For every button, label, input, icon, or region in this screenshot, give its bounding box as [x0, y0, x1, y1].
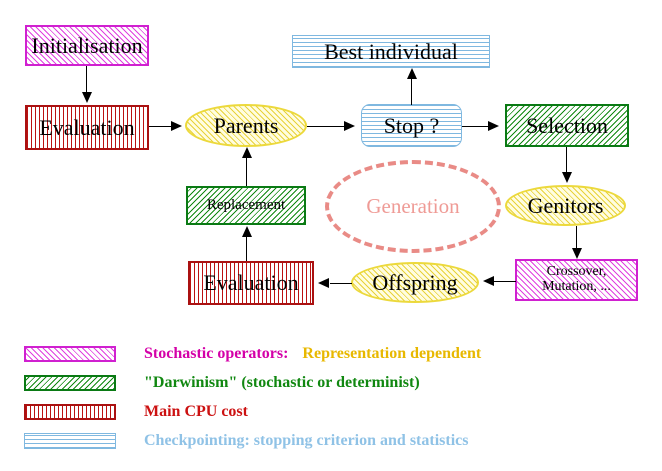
node-best-individual[interactable]: Best individual	[292, 35, 490, 68]
edge-stop-to-best	[411, 78, 412, 105]
arrowhead-init-to-eval	[82, 92, 92, 103]
node-initialisation[interactable]: Initialisation	[25, 25, 149, 66]
arrowhead-eval-bottom-to-replacement	[242, 226, 252, 237]
edge-offspring-to-eval-bottom	[330, 283, 352, 284]
legend-row-darwinism: "Darwinism" (stochastic or determinist)	[24, 372, 420, 394]
node-crossover-label-line1: Crossover,	[546, 264, 607, 280]
node-genitors[interactable]: Genitors	[505, 185, 626, 226]
legend-row-checkpointing: Checkpointing: stopping criterion and st…	[24, 430, 468, 452]
legend: Stochastic operators: Representation dep…	[0, 335, 662, 455]
edge-eval-bottom-to-replacement	[246, 236, 247, 261]
edge-selection-to-genitors	[566, 147, 567, 174]
legend-label-stochastic: Stochastic operators: Representation dep…	[144, 345, 481, 363]
node-evaluation-top[interactable]: Evaluation	[25, 105, 149, 150]
arrowhead-crossover-to-offspring	[483, 276, 494, 286]
arrowhead-replacement-to-parents	[242, 147, 252, 158]
legend-label-cpu-cost: Main CPU cost	[144, 403, 248, 420]
node-evaluation-bottom[interactable]: Evaluation	[188, 261, 314, 305]
generation-cycle-annotation: Generation	[325, 160, 501, 253]
legend-label-checkpointing: Checkpointing: stopping criterion and st…	[144, 432, 469, 449]
arrowhead-selection-to-genitors	[562, 172, 572, 183]
arrowhead-parents-to-stop	[344, 121, 355, 131]
legend-label-stochastic-secondary: Representation dependent	[302, 345, 482, 362]
node-selection[interactable]: Selection	[505, 104, 629, 147]
edge-parents-to-stop	[307, 126, 345, 127]
legend-label-darwinism: "Darwinism" (stochastic or determinist)	[144, 374, 420, 391]
arrowhead-offspring-to-eval-bottom	[318, 278, 329, 288]
node-replacement[interactable]: Replacement	[186, 186, 306, 225]
arrowhead-genitors-to-crossover	[572, 248, 582, 259]
node-parents-label: Parents	[213, 112, 279, 138]
node-genitors-label: Genitors	[527, 192, 604, 218]
edge-crossover-to-offspring	[493, 281, 516, 282]
arrowhead-stop-to-best	[407, 68, 417, 79]
legend-swatch-green-diagonal-hatch	[24, 375, 116, 391]
edge-init-to-eval	[86, 66, 87, 94]
node-replacement-label: Replacement	[206, 196, 286, 213]
node-best-individual-label: Best individual	[324, 38, 458, 64]
node-offspring-label: Offspring	[372, 269, 458, 295]
node-parents[interactable]: Parents	[185, 104, 307, 147]
arrowhead-eval-to-parents	[171, 121, 182, 131]
legend-row-cpu-cost: Main CPU cost	[24, 401, 248, 423]
node-evaluation-bottom-label: Evaluation	[203, 270, 299, 296]
generation-label: Generation	[366, 194, 460, 218]
node-crossover-label-line2: Mutation, ...	[542, 279, 611, 294]
edge-replacement-to-parents	[246, 158, 247, 186]
node-initialisation-label: Initialisation	[31, 32, 143, 58]
node-stop-label: Stop ?	[383, 112, 440, 138]
legend-swatch-blue-horizontal-hatch	[24, 433, 116, 449]
node-selection-label: Selection	[526, 112, 608, 138]
node-evaluation-top-label: Evaluation	[39, 114, 135, 140]
edge-stop-to-selection	[462, 126, 489, 127]
legend-row-stochastic: Stochastic operators: Representation dep…	[24, 343, 481, 365]
node-stop[interactable]: Stop ?	[361, 104, 462, 147]
legend-swatch-red-vertical-hatch	[24, 404, 116, 420]
edge-eval-to-parents	[149, 126, 173, 127]
node-offspring[interactable]: Offspring	[351, 262, 479, 303]
node-crossover-mutation[interactable]: Crossover, Mutation, ...	[515, 259, 638, 301]
legend-swatch-magenta-diagonal-hatch	[24, 346, 116, 362]
legend-label-stochastic-main: Stochastic operators:	[144, 345, 289, 362]
edge-genitors-to-crossover	[576, 226, 577, 250]
arrowhead-stop-to-selection	[488, 121, 499, 131]
